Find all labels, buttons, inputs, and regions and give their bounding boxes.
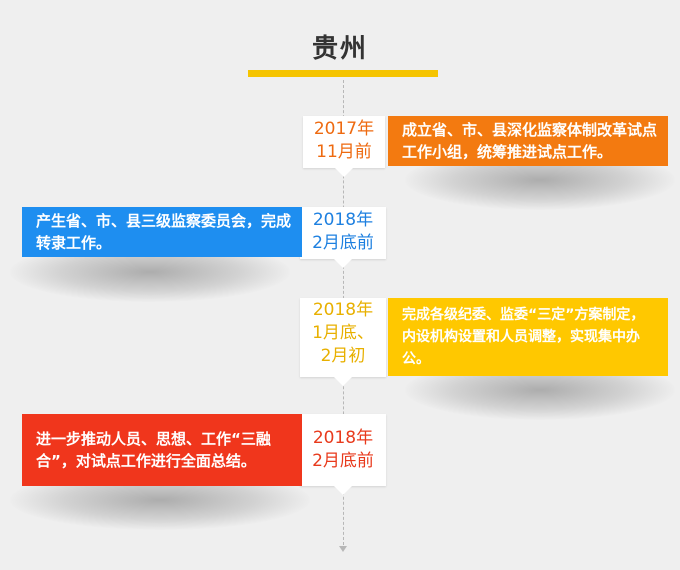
date-line: 2018年 <box>312 300 374 320</box>
event-box-4: 进一步推动人员、思想、工作“三融合”，对试点工作进行全面总结。 <box>22 414 302 486</box>
page-title: 贵州 <box>311 34 368 64</box>
date-line: 2018年 <box>312 210 374 230</box>
date-box-4: 2018年 2月底前 <box>300 414 386 495</box>
event-text: 产生省、市、县三级监察委员会，完成转隶工作。 <box>36 212 292 252</box>
event-box-2: 产生省、市、县三级监察委员会，完成转隶工作。 <box>22 207 302 257</box>
date-line: 1月底、 <box>312 323 374 343</box>
date-box-2: 2018年 2月底前 <box>300 207 386 268</box>
title-underline-bar <box>248 70 438 77</box>
date-line: 2017年 <box>313 119 375 139</box>
event-text: 进一步推动人员、思想、工作“三融合”，对试点工作进行全面总结。 <box>36 430 271 470</box>
event-text: 完成各级纪委、监委“三定”方案制定，内设机构设置和人员调整，实现集中办公。 <box>402 307 645 367</box>
event-box-3: 完成各级纪委、监委“三定”方案制定，内设机构设置和人员调整，实现集中办公。 <box>388 298 668 376</box>
date-line: 11月前 <box>316 142 372 162</box>
event-text: 成立省、市、县深化监察体制改革试点工作小组，统筹推进试点工作。 <box>402 121 658 161</box>
date-line: 2月初 <box>320 346 366 366</box>
date-line: 2月底前 <box>312 233 374 253</box>
timeline-arrow-icon <box>339 546 347 552</box>
date-line: 2018年 <box>312 428 374 448</box>
event-box-1: 成立省、市、县深化监察体制改革试点工作小组，统筹推进试点工作。 <box>388 116 668 166</box>
date-box-1: 2017年 11月前 <box>303 116 385 177</box>
date-box-3: 2018年 1月底、 2月初 <box>300 298 386 386</box>
date-line: 2月底前 <box>312 451 374 471</box>
